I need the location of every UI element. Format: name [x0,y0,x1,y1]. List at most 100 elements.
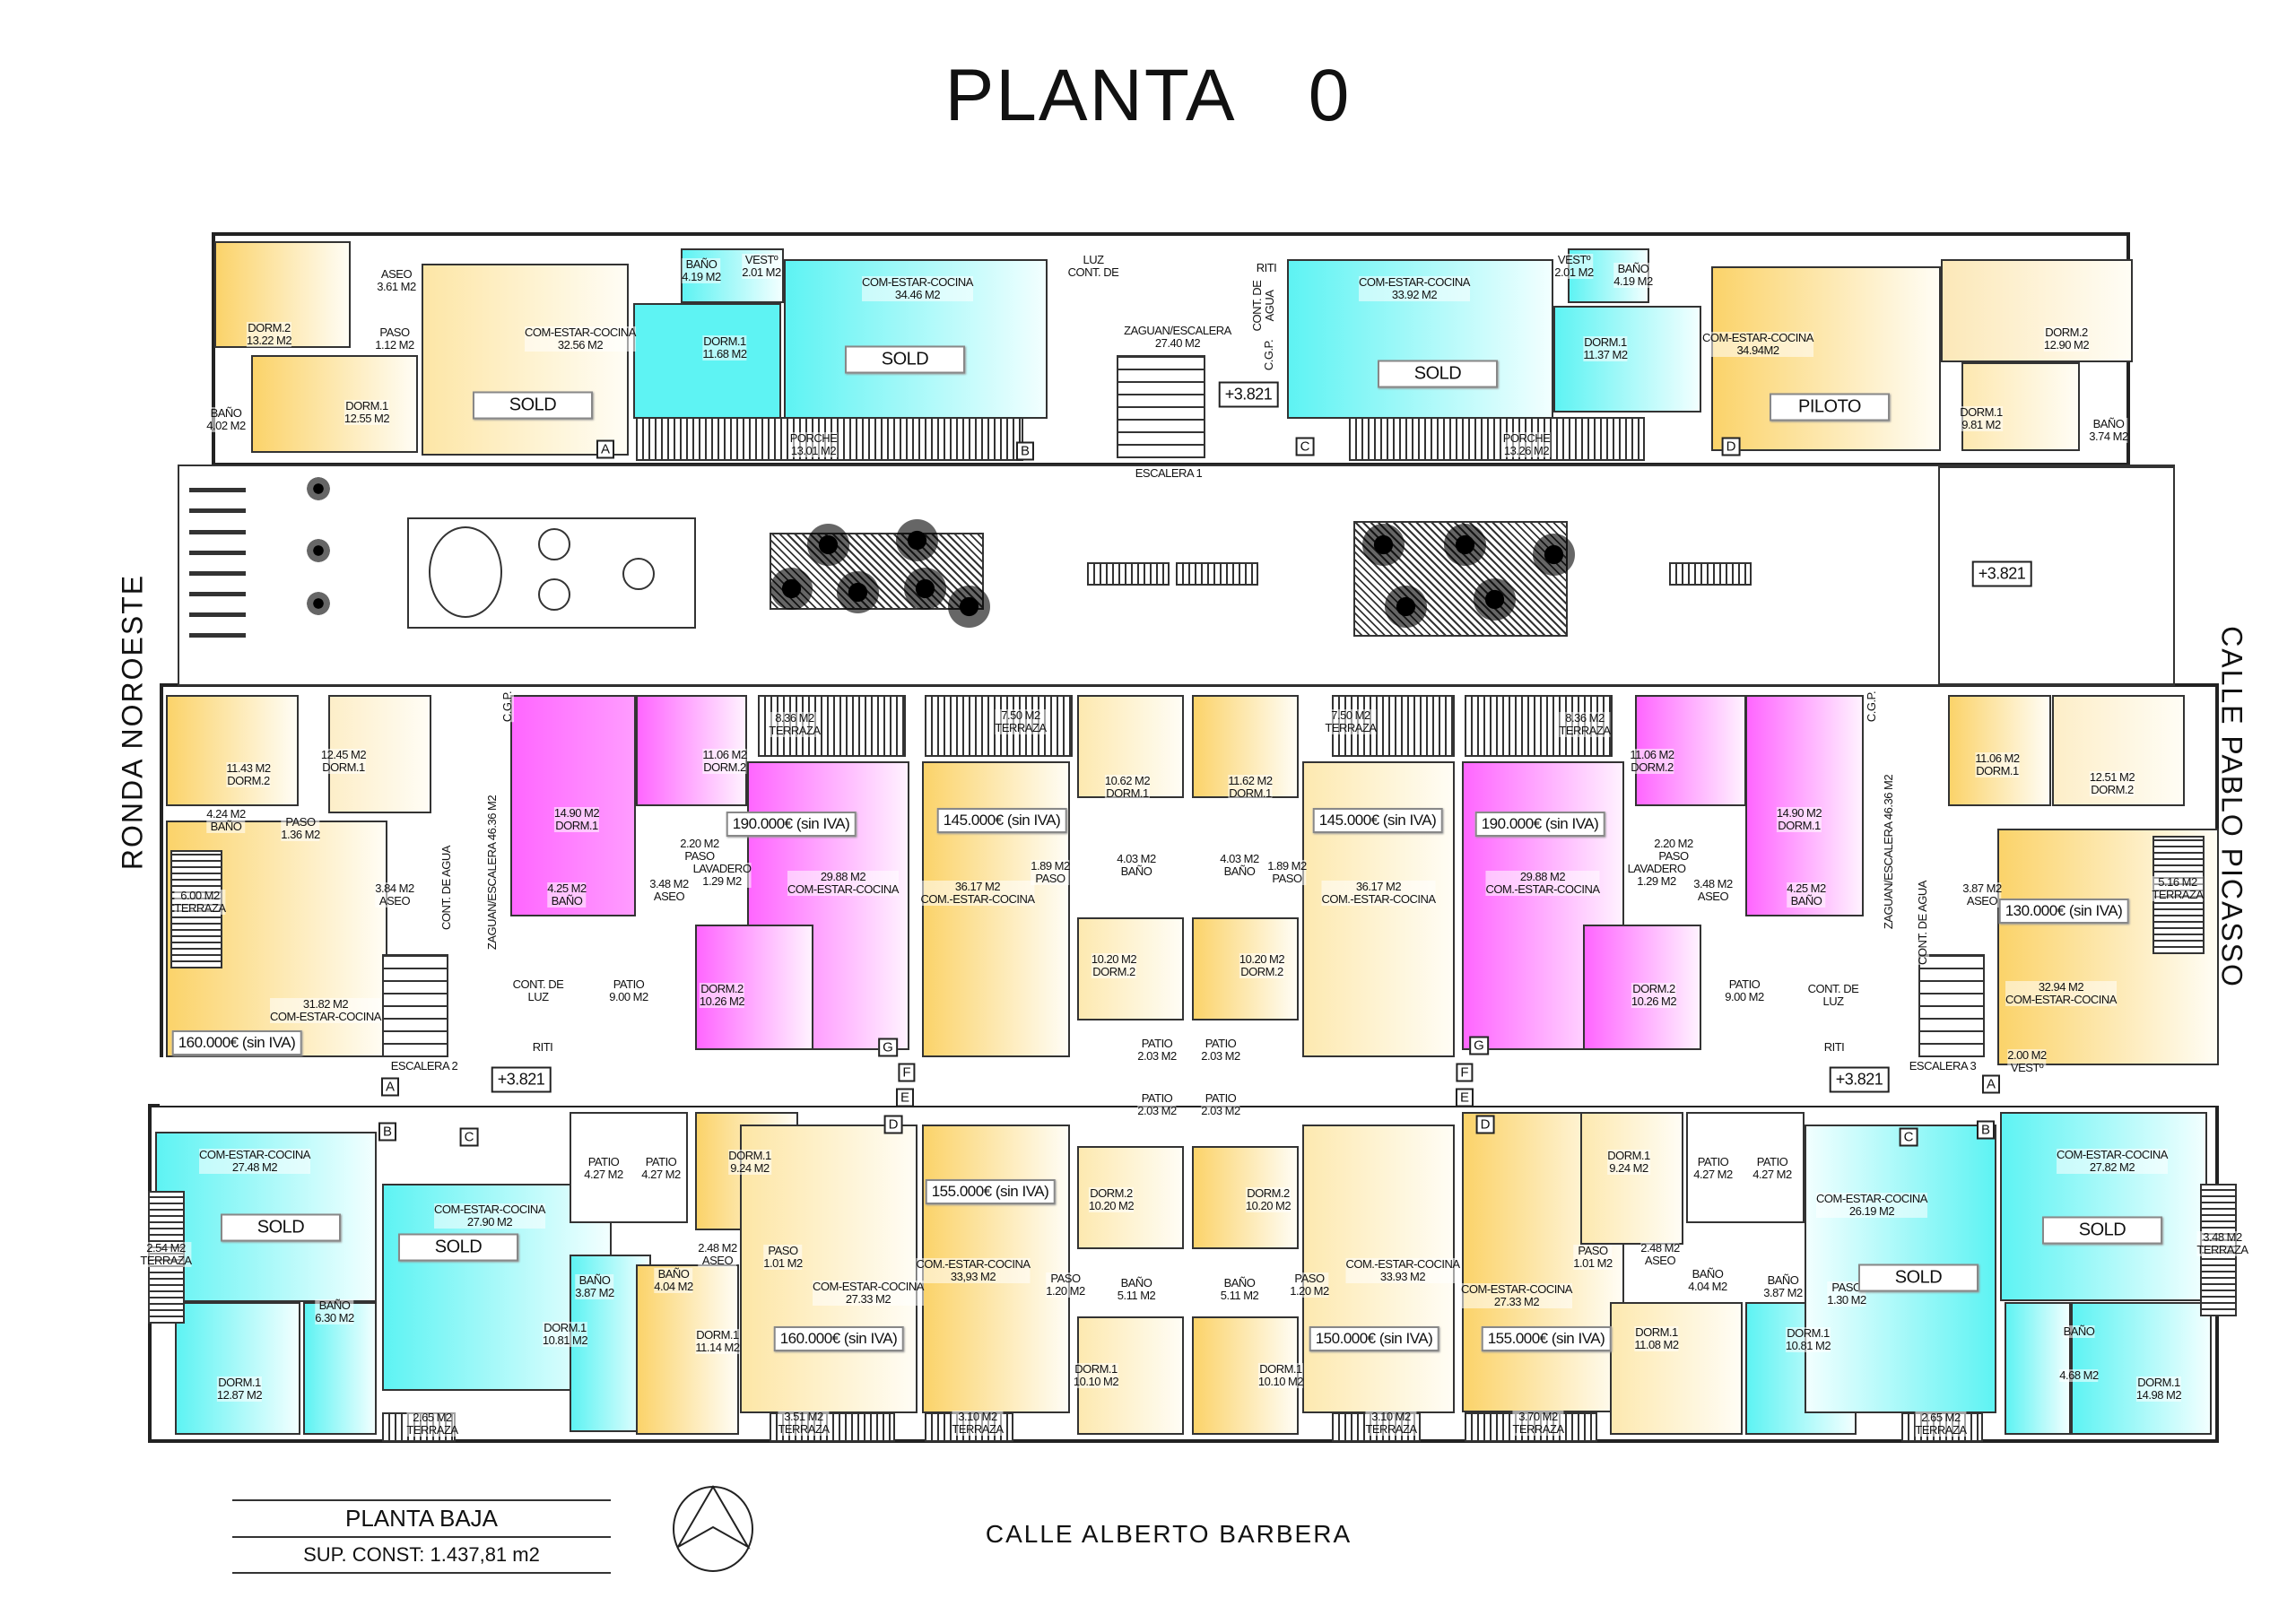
room-name: PATIO [1141,1091,1173,1105]
unit-status-badge: SOLD [2042,1216,2162,1245]
room-name: 2.20 M2 [680,837,719,850]
bicycle-icon [189,612,246,617]
unit-status-badge: 145.000€ (sin IVA) [936,808,1067,833]
room-name: COM-ESTAR-COCINA [1359,275,1470,289]
room-area: BAÑO [1223,864,1256,878]
room-name: PATIO [1141,1037,1173,1050]
room-area: 2.01 M2 [742,265,781,279]
bench-icon [1087,562,1170,586]
tree-icon [1521,522,1587,587]
room-area: 10.26 M2 [1631,994,1677,1008]
room-name: DORM.2 [1090,1186,1133,1200]
room-name: BAÑO [2063,1324,2095,1338]
room-area: COM.-ESTAR-COCINA [1321,892,1436,906]
unit-b-room [633,303,781,419]
room-name: 7.50 M2 [1001,708,1040,722]
room-name: LUZ [1083,253,1104,266]
room-area: DORM.1 [1778,819,1821,832]
room-area: 9.81 M2 [1961,418,2001,431]
room-label: RITI [1256,262,1277,274]
bicycle-icon [189,551,246,555]
room-area: ASEO [378,894,411,908]
room-area: TERRAZA [778,1422,830,1436]
room-name: ZAGUAN/ESCALERA [1124,324,1231,337]
room-name: PASO [768,1244,798,1257]
room-name: COM-ESTAR-COCINA [1461,1282,1572,1296]
room-label: CONT. DE AGUA [1250,278,1276,334]
bicycle-icon [189,488,246,492]
room-area: 4.27 M2 [1693,1168,1733,1181]
room-area: CONT. DE [1067,265,1119,279]
room-name: 11.43 M2 [226,761,271,775]
entrance-letter: G [878,1038,898,1057]
room-area: ASEO [1644,1254,1676,1267]
tree-icon [300,533,336,569]
room-area: BAÑO [1120,864,1152,878]
room-area: 27.90 M2 [466,1215,513,1229]
room-area: 10.81 M2 [542,1333,588,1347]
room-name: 4.03 M2 [1220,852,1259,865]
room-name: 4.25 M2 [547,881,587,895]
tree-icon [1373,574,1439,639]
room-area: COM.-ESTAR-COCINA [1485,882,1600,896]
room-label: C.G.P. [1865,690,1878,723]
room-area: DORM.2 [1240,965,1283,978]
room-name: 4.68 M2 [2059,1368,2099,1382]
room-name: PASO [1578,1244,1608,1257]
unit-b8-room [2000,1112,2207,1301]
tree-icon [300,471,336,507]
room-area: 32.56 M2 [557,338,604,352]
room-area: 11.37 M2 [1583,348,1628,361]
unit-m2-room [747,761,909,1050]
room-area: 9.00 M2 [1725,990,1764,1003]
room-area: 4.04 M2 [654,1280,693,1293]
room-name: COM-ESTAR-COCINA [525,326,636,339]
room-name: 3.48 M2 [2203,1230,2242,1244]
bicycle-icon [189,592,246,596]
room-area: PASO [1035,872,1065,885]
room-area: TERRAZA [995,721,1047,734]
room-area: 33.93 M2 [1379,1270,1426,1283]
room-name: RITI [1823,1040,1845,1054]
room-name: 32.94 M2 [2038,980,2084,994]
room-area: 11.68 M2 [702,347,747,360]
room-area: PASO [1658,849,1689,863]
room-name: 36.17 M2 [1355,880,1402,893]
room-area: ASEO [701,1254,734,1267]
unit-status-badge: 155.000€ (sin IVA) [925,1179,1056,1204]
garden-furniture-icon [538,528,570,560]
room-label: 4.68 M2 [2059,1368,2099,1382]
room-name: BAÑO [1223,1276,1256,1290]
room-name: PASO [285,815,316,829]
room-area: 12.55 M2 [344,412,390,425]
room-area: TERRAZA [2152,888,2204,901]
room-area: TERRAZA [952,1422,1004,1436]
room-name: 11.06 M2 [1630,748,1674,761]
bicycle-icon [189,633,246,638]
room-area: DORM.2 [1092,965,1135,978]
entrance-letter: C [1899,1127,1918,1147]
room-name: DORM.1 [703,334,746,348]
room-name: CONT. DE AGUA [439,846,453,930]
